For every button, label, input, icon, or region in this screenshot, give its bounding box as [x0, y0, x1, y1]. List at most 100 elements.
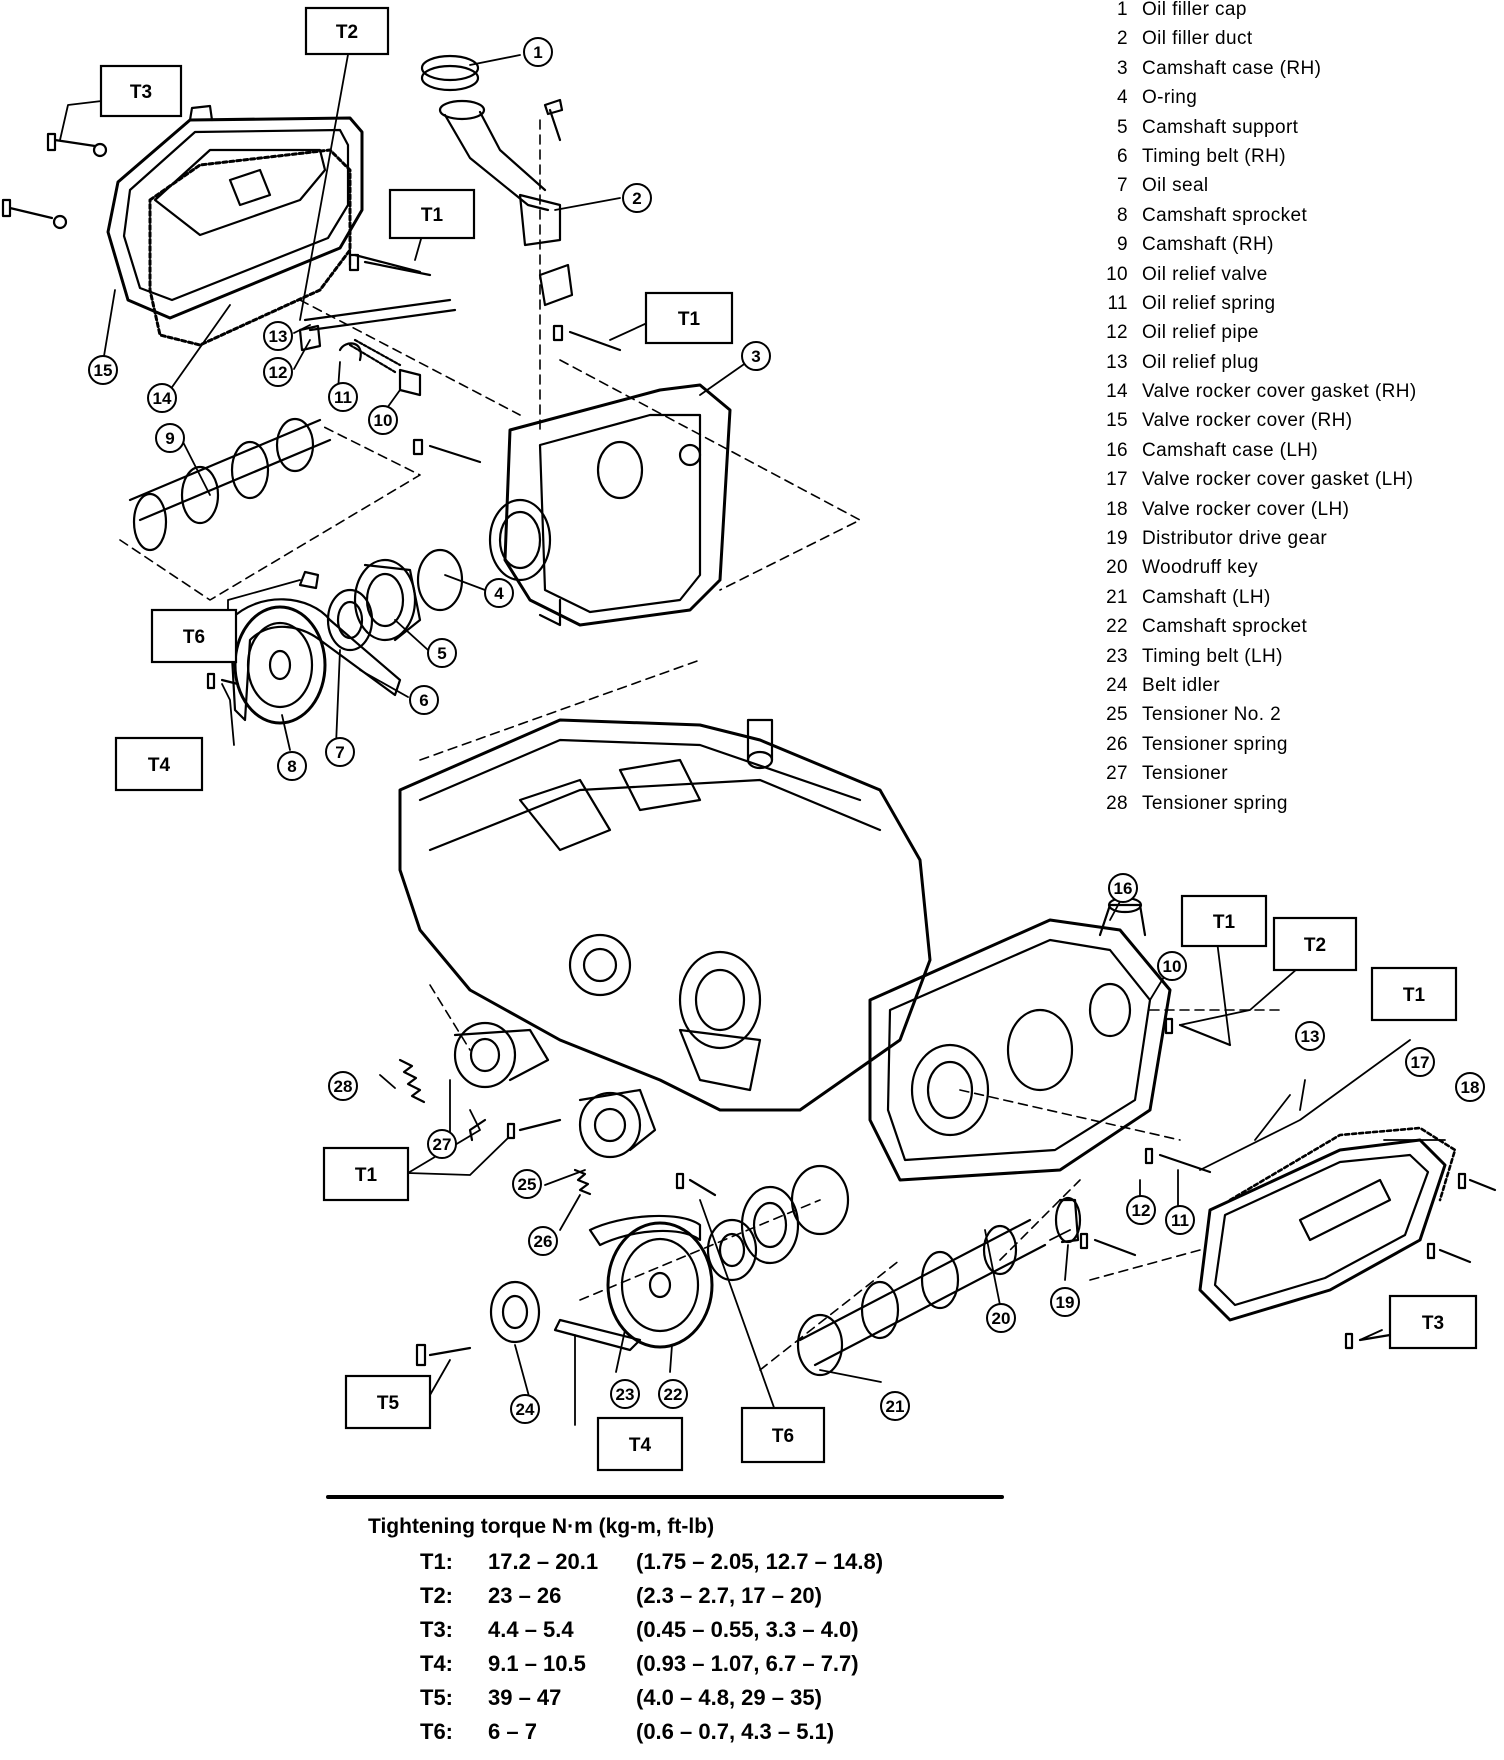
torque-box-t2-b: T2 [1272, 916, 1358, 972]
svg-text:T4: T4 [148, 755, 171, 776]
torque-box-t1-e: T1 [322, 1146, 410, 1202]
part-number: 26 [1106, 733, 1128, 755]
svg-text:T2: T2 [1304, 935, 1326, 956]
part-number: 23 [1106, 645, 1128, 667]
svg-text:17: 17 [1411, 1053, 1430, 1072]
part-number: 9 [1117, 234, 1128, 256]
callout-3: 3 [741, 341, 771, 371]
svg-text:10: 10 [1163, 957, 1182, 976]
svg-text:18: 18 [1461, 1078, 1480, 1097]
torque-code: T6: [420, 1719, 453, 1744]
torque-box-t1-d: T1 [1370, 966, 1458, 1022]
callout-1: 1 [523, 37, 553, 67]
torque-row: T6: 6 – 7 (0.6 – 0.7, 4.3 – 5.1) [368, 1719, 1008, 1753]
torque-box-t1-c: T1 [1180, 894, 1268, 948]
torque-kgm-ftlb: (4.0 – 4.8, 29 – 35) [636, 1685, 822, 1710]
svg-text:24: 24 [516, 1400, 535, 1419]
svg-text:6: 6 [419, 691, 428, 710]
svg-text:12: 12 [1132, 1201, 1151, 1220]
svg-text:T1: T1 [355, 1165, 378, 1186]
part-list-item: 2 Oil filler duct [1102, 29, 1502, 58]
svg-text:T5: T5 [377, 1393, 400, 1414]
part-name: Oil filler duct [1142, 28, 1253, 50]
camshaft-case-rh [488, 383, 732, 627]
part-number: 8 [1117, 204, 1128, 226]
torque-kgm-ftlb: (0.93 – 1.07, 6.7 – 7.7) [636, 1651, 859, 1676]
part-name: O-ring [1142, 87, 1198, 109]
callout-10-lh: 10 [1157, 951, 1187, 981]
torque-code-boxes: T2 T3 T1 T1 T6 T4 T1 T2 T1 T1 T3 T5 T4 T… [99, 6, 1478, 1472]
part-list-item: 20 Woodruff key [1102, 558, 1502, 587]
part-number: 19 [1106, 528, 1128, 550]
part-number: 20 [1106, 557, 1128, 579]
part-name: Woodruff key [1142, 557, 1259, 579]
svg-text:16: 16 [1114, 879, 1133, 898]
part-number: 21 [1106, 586, 1128, 608]
torque-row: T5:39 – 47(4.0 – 4.8, 29 – 35) [368, 1685, 1008, 1719]
callout-19: 19 [1050, 1287, 1080, 1317]
callout-9: 9 [155, 423, 185, 453]
part-name: Distributor drive gear [1142, 528, 1328, 550]
torque-nm: 9.1 – 10.5 [488, 1651, 586, 1676]
callout-13-lh: 13 [1295, 1021, 1325, 1051]
valve-rocker-cover-gasket-lh [1228, 1126, 1457, 1202]
svg-text:25: 25 [518, 1175, 537, 1194]
part-number: 2 [1117, 28, 1128, 50]
callout-14: 14 [147, 383, 177, 413]
svg-text:T2: T2 [336, 22, 358, 43]
part-number: 28 [1106, 792, 1128, 814]
part-name: Tensioner spring [1142, 792, 1288, 814]
svg-text:13: 13 [269, 327, 288, 346]
torque-kgm-ftlb: (0.6 – 0.7, 4.3 – 5.1) [636, 1719, 835, 1744]
svg-text:8: 8 [287, 757, 296, 776]
part-name: Tensioner No. 2 [1142, 704, 1282, 726]
svg-text:T4: T4 [629, 1435, 652, 1456]
part-list-item: 28 Tensioner spring [1102, 792, 1502, 823]
part-name: Oil relief spring [1142, 292, 1276, 314]
part-name: Belt idler [1142, 674, 1220, 696]
torque-kgm-ftlb: (0.45 – 0.55, 3.3 – 4.0) [636, 1617, 859, 1642]
part-name: Oil filler cap [1142, 0, 1247, 20]
part-number: 14 [1106, 381, 1128, 403]
part-number: 18 [1106, 498, 1128, 520]
svg-text:21: 21 [886, 1397, 905, 1416]
part-list-item: 4 O-ring [1102, 88, 1502, 117]
part-name: Tensioner [1142, 763, 1228, 785]
svg-text:T6: T6 [183, 627, 205, 648]
torque-box-t3-b: T3 [1388, 1294, 1478, 1350]
torque-nm: 6 – 7 [488, 1719, 537, 1744]
callout-18: 18 [1455, 1072, 1485, 1102]
cover-bolts-rh [1, 132, 108, 230]
svg-text:T1: T1 [678, 309, 701, 330]
callout-20: 20 [986, 1303, 1016, 1333]
callout-8: 8 [277, 751, 307, 781]
torque-nm: 39 – 47 [488, 1685, 562, 1710]
leader-lines [59, 37, 1446, 1431]
callout-12-lh: 12 [1126, 1195, 1156, 1225]
torque-box-t3-top: T3 [99, 64, 183, 118]
torque-box-t6-b: T6 [740, 1406, 826, 1464]
torque-nm: 23 – 26 [488, 1583, 562, 1608]
callout-26: 26 [528, 1226, 558, 1256]
svg-text:11: 11 [334, 388, 352, 407]
camshaft-sprocket-lh [606, 1221, 714, 1349]
callout-12: 12 [263, 357, 293, 387]
torque-row: T2:23 – 26(2.3 – 2.7, 17 – 20) [368, 1583, 1008, 1617]
part-number: 4 [1117, 87, 1128, 109]
torque-box-t2-top: T2 [304, 6, 390, 56]
tightening-torque-table: Tightening torque N·m (kg-m, ft-lb) T1:1… [368, 1515, 1008, 1753]
callout-25: 25 [512, 1169, 542, 1199]
svg-text:27: 27 [433, 1135, 452, 1154]
torque-box-t1-b: T1 [644, 291, 734, 345]
part-number: 10 [1106, 263, 1128, 285]
